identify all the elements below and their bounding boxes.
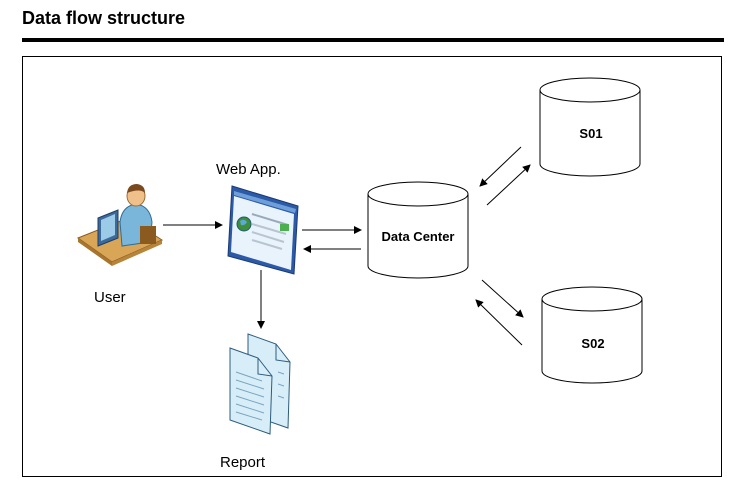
page-title: Data flow structure [22, 8, 186, 28]
arrow-s01-to-datacenter [479, 146, 522, 187]
arrow-datacenter-to-s02 [481, 279, 524, 318]
title-rule [22, 38, 724, 42]
diagram-frame [22, 56, 722, 477]
user-label: User [94, 289, 126, 306]
s02-label: S02 [581, 336, 604, 351]
s01-label: S01 [579, 126, 602, 141]
arrow-s02-to-datacenter [475, 299, 523, 346]
s02-cylinder [541, 286, 643, 384]
user-at-computer-icon [76, 184, 164, 266]
web-app-label: Web App. [216, 161, 281, 178]
documents-icon [229, 333, 291, 435]
arrow-datacenter-to-s01 [486, 164, 531, 206]
data-center-label: Data Center [382, 229, 455, 244]
web-browser-window-icon [227, 185, 299, 275]
s01-cylinder [539, 77, 641, 177]
data-center-cylinder [367, 181, 469, 279]
report-label: Report [220, 454, 266, 471]
